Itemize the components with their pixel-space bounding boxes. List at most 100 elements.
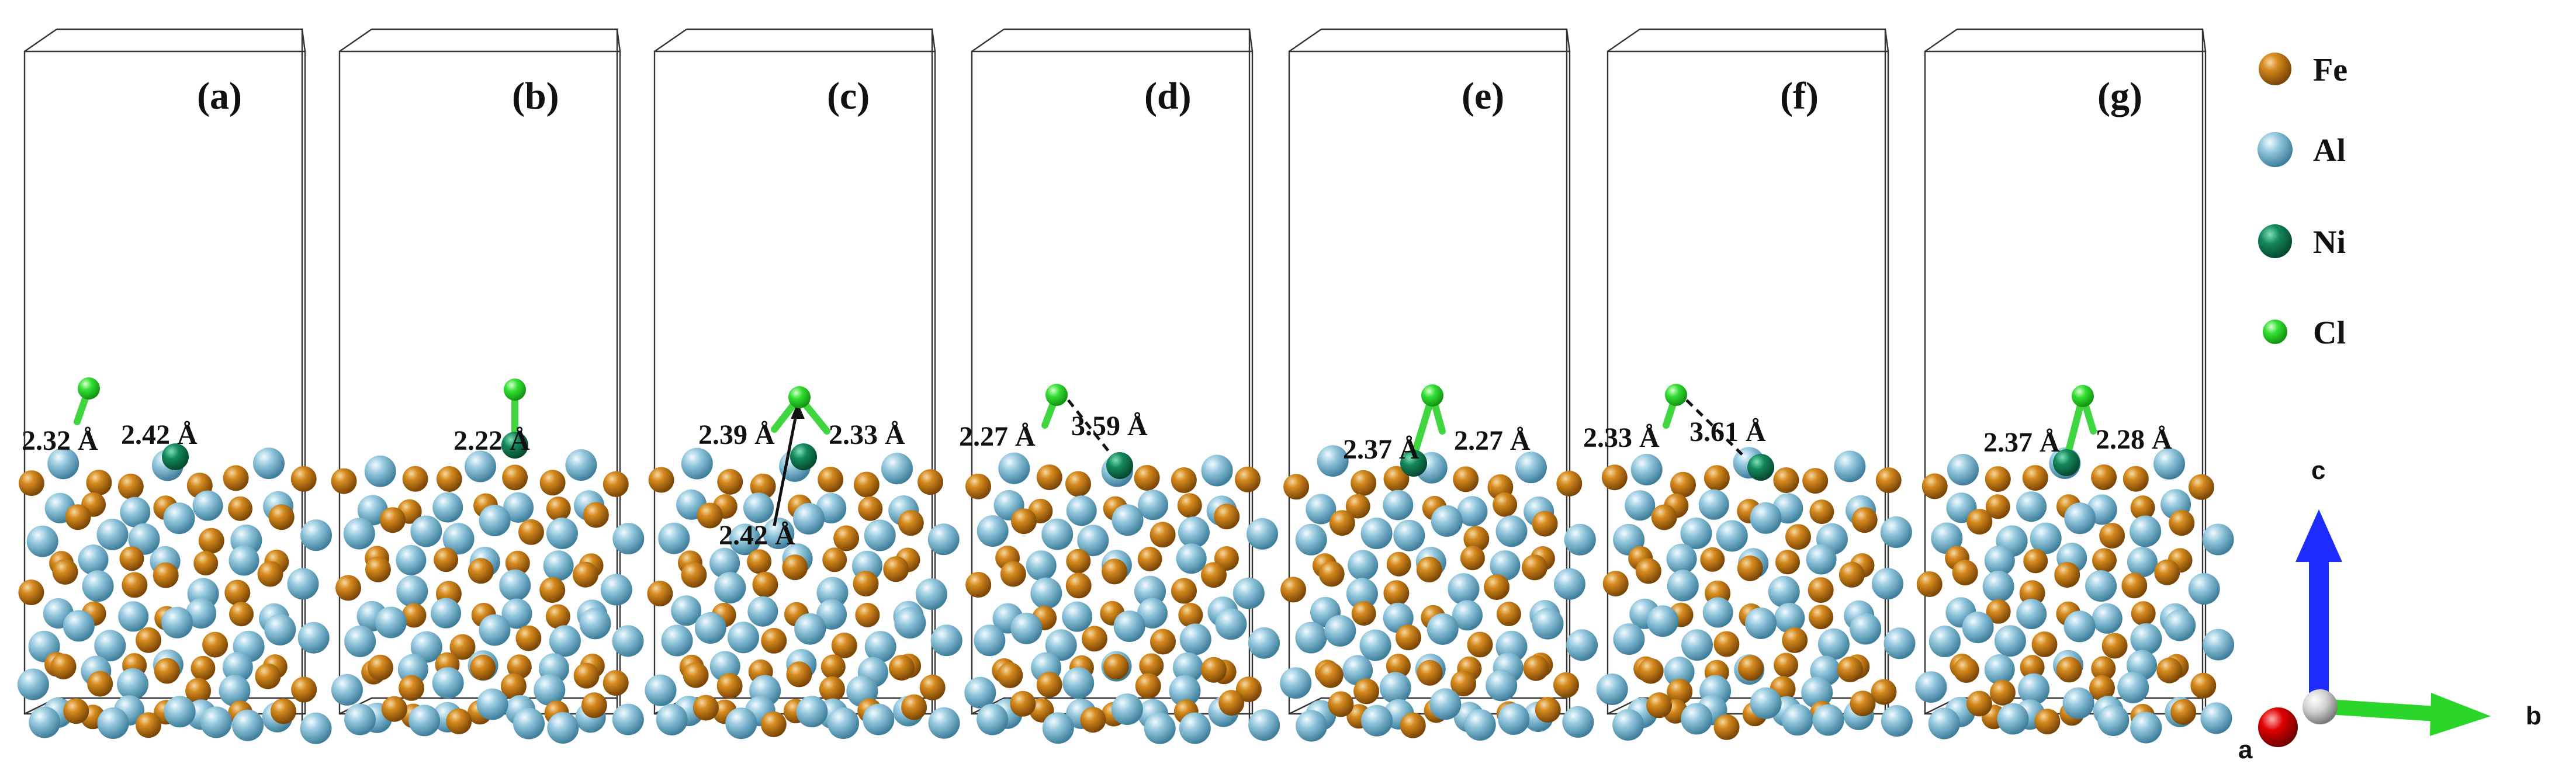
al-atom	[26, 525, 58, 557]
slab-atoms	[17, 447, 332, 744]
al-atom	[513, 707, 545, 740]
al-atom	[2130, 711, 2162, 744]
al-atom	[1248, 709, 1280, 741]
al-atom	[503, 492, 534, 523]
cl-atom	[78, 377, 100, 400]
fe-atom	[833, 525, 860, 551]
fe-atom	[1523, 655, 1549, 681]
fe-atom	[87, 671, 113, 697]
axis-c-label: c	[2311, 456, 2325, 485]
fe-atom	[1838, 561, 1865, 588]
axis-triad: c b a	[2238, 456, 2542, 764]
fe-atom	[223, 465, 249, 491]
fe-atom	[1460, 546, 1485, 571]
unit-cell-back-frame	[1607, 28, 1889, 723]
al-atom	[118, 601, 149, 632]
al-atom	[1176, 543, 1207, 574]
legend-fe-label: Fe	[2313, 52, 2348, 88]
fe-atom	[401, 603, 427, 628]
fe-atom	[1036, 672, 1062, 698]
fe-atom	[228, 496, 252, 521]
fe-atom	[818, 467, 844, 492]
al-atom	[1681, 703, 1713, 735]
al-atom	[1883, 627, 1916, 660]
fe-atom	[2023, 549, 2048, 574]
al-atom	[1667, 570, 1699, 602]
al-atom	[930, 624, 962, 657]
al-atom	[128, 523, 160, 555]
fe-atom	[1985, 494, 2010, 519]
fe-atom	[1386, 654, 1411, 679]
al-atom	[998, 452, 1030, 484]
fe-atom	[1667, 679, 1693, 704]
fe-atom	[2123, 466, 2149, 492]
fe-atom	[786, 661, 812, 688]
fe-atom	[782, 554, 808, 581]
fe-atom	[193, 551, 219, 576]
al-atom	[78, 544, 109, 575]
fe-atom	[434, 547, 459, 572]
al-atom	[2092, 603, 2123, 634]
fe-atom	[18, 579, 44, 606]
fe-atom	[1966, 509, 1993, 535]
al-atom	[1138, 490, 1169, 520]
al-atom	[287, 568, 319, 600]
fe-atom	[1214, 504, 1240, 530]
al-atom	[1982, 570, 2014, 602]
al-atom	[1179, 623, 1211, 655]
al-atom	[714, 572, 746, 604]
al-atom	[547, 712, 579, 744]
fe-atom	[1953, 657, 1979, 683]
ni-atom	[790, 443, 817, 470]
fe-atom	[2121, 572, 2148, 599]
unit-cell-back-frame	[971, 28, 1254, 723]
fe-atom	[716, 673, 743, 699]
fe-atom	[1670, 471, 1696, 498]
fe-atom	[898, 510, 924, 536]
cl-atom	[788, 386, 811, 408]
fe-atom	[2188, 474, 2214, 500]
al-atom	[681, 447, 713, 480]
fe-atom	[1135, 673, 1161, 699]
al-atom	[499, 569, 531, 601]
al-atom	[612, 703, 644, 735]
fe-atom	[1985, 466, 2011, 492]
al-atom	[344, 703, 376, 735]
unit-cell-back-frame	[1289, 28, 1571, 723]
al-atom	[228, 545, 259, 576]
al-atom	[1232, 577, 1265, 609]
al-atom	[2203, 629, 2235, 661]
al-atom	[1295, 622, 1327, 654]
al-atom	[1062, 667, 1095, 699]
fe-atom	[122, 572, 148, 598]
fe-atom	[2020, 655, 2045, 680]
al-atom	[1745, 608, 1777, 639]
al-atom	[1172, 652, 1203, 683]
fe-atom	[1850, 690, 1876, 717]
unit-cell-back-frame	[339, 28, 621, 723]
panel-label: (a)	[197, 75, 242, 117]
al-atom	[1359, 629, 1391, 661]
fe-atom	[1218, 690, 1245, 716]
fe-atom	[1916, 571, 1943, 597]
al-atom	[1490, 550, 1521, 581]
fe-atom	[1737, 655, 1764, 681]
fe-atom	[505, 550, 530, 575]
al-atom	[794, 613, 826, 645]
al-atom	[364, 455, 396, 487]
fe-atom	[1178, 603, 1203, 627]
al-atom	[915, 578, 947, 610]
fe-atom	[470, 654, 496, 681]
al-atom	[1806, 544, 1837, 575]
fe-atom	[154, 658, 180, 684]
fe-atom	[572, 561, 598, 588]
fe-atom	[380, 507, 406, 533]
panel-label: (g)	[2097, 75, 2142, 117]
al-atom	[725, 707, 757, 740]
al-atom	[2016, 599, 2047, 630]
panel-label: (e)	[1462, 75, 1504, 117]
al-atom	[186, 598, 217, 629]
fe-atom	[1103, 654, 1129, 680]
fe-atom	[717, 468, 743, 495]
